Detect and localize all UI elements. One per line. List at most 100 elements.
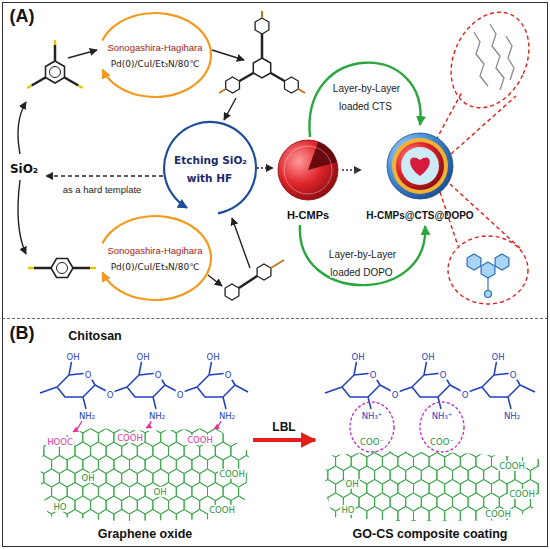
star-polymer xyxy=(261,34,264,58)
monomer-structure xyxy=(90,267,96,270)
chem-label: HOOC xyxy=(46,437,74,447)
chem-label: O xyxy=(106,390,115,400)
process-arrow xyxy=(257,167,273,168)
chem-label: COO⁻ xyxy=(429,437,455,447)
chem-label: OH xyxy=(344,479,359,489)
chem-label: NH₃⁺ xyxy=(431,411,454,421)
process-label: Etching SiO₂ with HF xyxy=(173,154,247,184)
star-polymer xyxy=(219,89,226,93)
chem-label: OH xyxy=(65,352,80,362)
chem-label: OH xyxy=(490,352,505,362)
star-polymer xyxy=(271,73,285,81)
structure-title: GO-CS composite coating xyxy=(353,527,508,541)
monomer-structure xyxy=(78,86,82,89)
process-arrow xyxy=(253,438,315,442)
reaction-conditions: Pd(0)/CuI/Et₃N/80℃ xyxy=(110,59,201,69)
dopo-molecule xyxy=(485,291,492,298)
node-label: H-CMPs xyxy=(287,209,329,221)
node-label: H-CMPs@CTS@DOPO xyxy=(366,210,473,221)
chitosan-structure xyxy=(325,359,535,409)
linear-polymer xyxy=(239,276,257,288)
panel-label: (A) xyxy=(10,6,35,26)
star-polymer xyxy=(240,73,254,81)
chitosan-structure xyxy=(40,359,248,409)
monomer-structure xyxy=(51,259,73,278)
process-arrow xyxy=(224,98,236,120)
coating-arrow xyxy=(300,225,425,285)
linear-polymer xyxy=(257,264,271,280)
reaction-name: Sonogashira-Hagihara xyxy=(106,245,203,256)
dopo-molecule xyxy=(467,254,481,270)
chem-label: COOH xyxy=(186,435,214,445)
edge-label: LBL xyxy=(271,420,296,434)
chem-label: NH₂ xyxy=(503,411,521,421)
reaction-cycle xyxy=(102,13,211,97)
chem-label: COO⁻ xyxy=(359,437,385,447)
chitosan-structure xyxy=(325,359,535,409)
monomer-structure xyxy=(28,267,34,270)
process-arrow xyxy=(342,169,361,171)
chem-label: OH xyxy=(152,487,167,497)
star-polymer xyxy=(219,11,305,93)
star-polymer xyxy=(226,77,240,93)
dopo-molecule xyxy=(481,262,495,278)
chem-label: OH xyxy=(135,352,150,362)
chem-label: NH₃⁺ xyxy=(361,411,384,421)
chem-label: COOH xyxy=(508,489,536,499)
zoom-callout xyxy=(436,0,544,304)
monomer-structure xyxy=(32,78,46,86)
monomer-structure xyxy=(46,61,65,83)
linear-polymer xyxy=(225,260,284,300)
monomer-structure xyxy=(54,40,57,45)
chitosan-chain xyxy=(506,36,514,80)
process-arrow xyxy=(68,50,97,58)
zoom-callout xyxy=(436,92,462,140)
chem-label: COOH xyxy=(208,505,236,515)
ionic-pair-ring xyxy=(350,402,464,452)
graphene-sheet xyxy=(312,439,550,538)
chem-label: O xyxy=(224,370,233,380)
star-polymer xyxy=(285,77,299,93)
chitosan-structure xyxy=(40,359,248,409)
chem-label: COOH xyxy=(484,509,512,519)
structure-title: Chitosan xyxy=(68,329,121,343)
chem-label: O xyxy=(84,370,93,380)
chitosan-chain xyxy=(474,24,514,90)
reaction-cycle xyxy=(102,216,211,300)
chem-label: NH₂ xyxy=(218,411,236,421)
chem-label: OH xyxy=(80,473,95,483)
chem-label: HO xyxy=(340,505,355,515)
chem-label: O xyxy=(509,370,518,380)
coated-sphere: H-CMPs@CTS@DOPO xyxy=(362,128,478,222)
reaction-name: Sonogashira-Hagihara xyxy=(106,42,203,53)
linear-polymer xyxy=(225,284,239,300)
monomer-structure xyxy=(28,259,96,278)
process-arrow xyxy=(212,50,244,60)
coating-arrow xyxy=(309,63,420,137)
interaction-arrow xyxy=(73,421,82,432)
chem-label: OH xyxy=(205,352,220,362)
template-label: SiO₂ xyxy=(9,162,39,176)
chem-label: O xyxy=(154,370,163,380)
monomer-structure xyxy=(50,67,61,78)
monomer-structure xyxy=(34,267,51,270)
ionic-pair-ring xyxy=(350,402,394,452)
interaction-arrow xyxy=(146,421,151,428)
graphene-sheet xyxy=(28,415,270,541)
graphene-sheet xyxy=(28,415,270,541)
chem-label: NH₂ xyxy=(78,411,96,421)
chem-label: COOH xyxy=(498,461,526,471)
zoom-callout xyxy=(448,236,528,304)
process-label: Layer-by-Layer loaded DOPO xyxy=(328,249,396,278)
dopo-molecule xyxy=(495,254,509,270)
process-arrow xyxy=(18,50,273,286)
star-polymer xyxy=(298,89,305,93)
chem-label: COOH xyxy=(116,433,144,443)
arrow-note: as a hard template xyxy=(62,184,143,195)
monomer-structure xyxy=(27,86,31,89)
monomer-structure xyxy=(27,40,82,88)
monomer-structure xyxy=(54,45,57,61)
etching-cycle xyxy=(164,122,256,213)
